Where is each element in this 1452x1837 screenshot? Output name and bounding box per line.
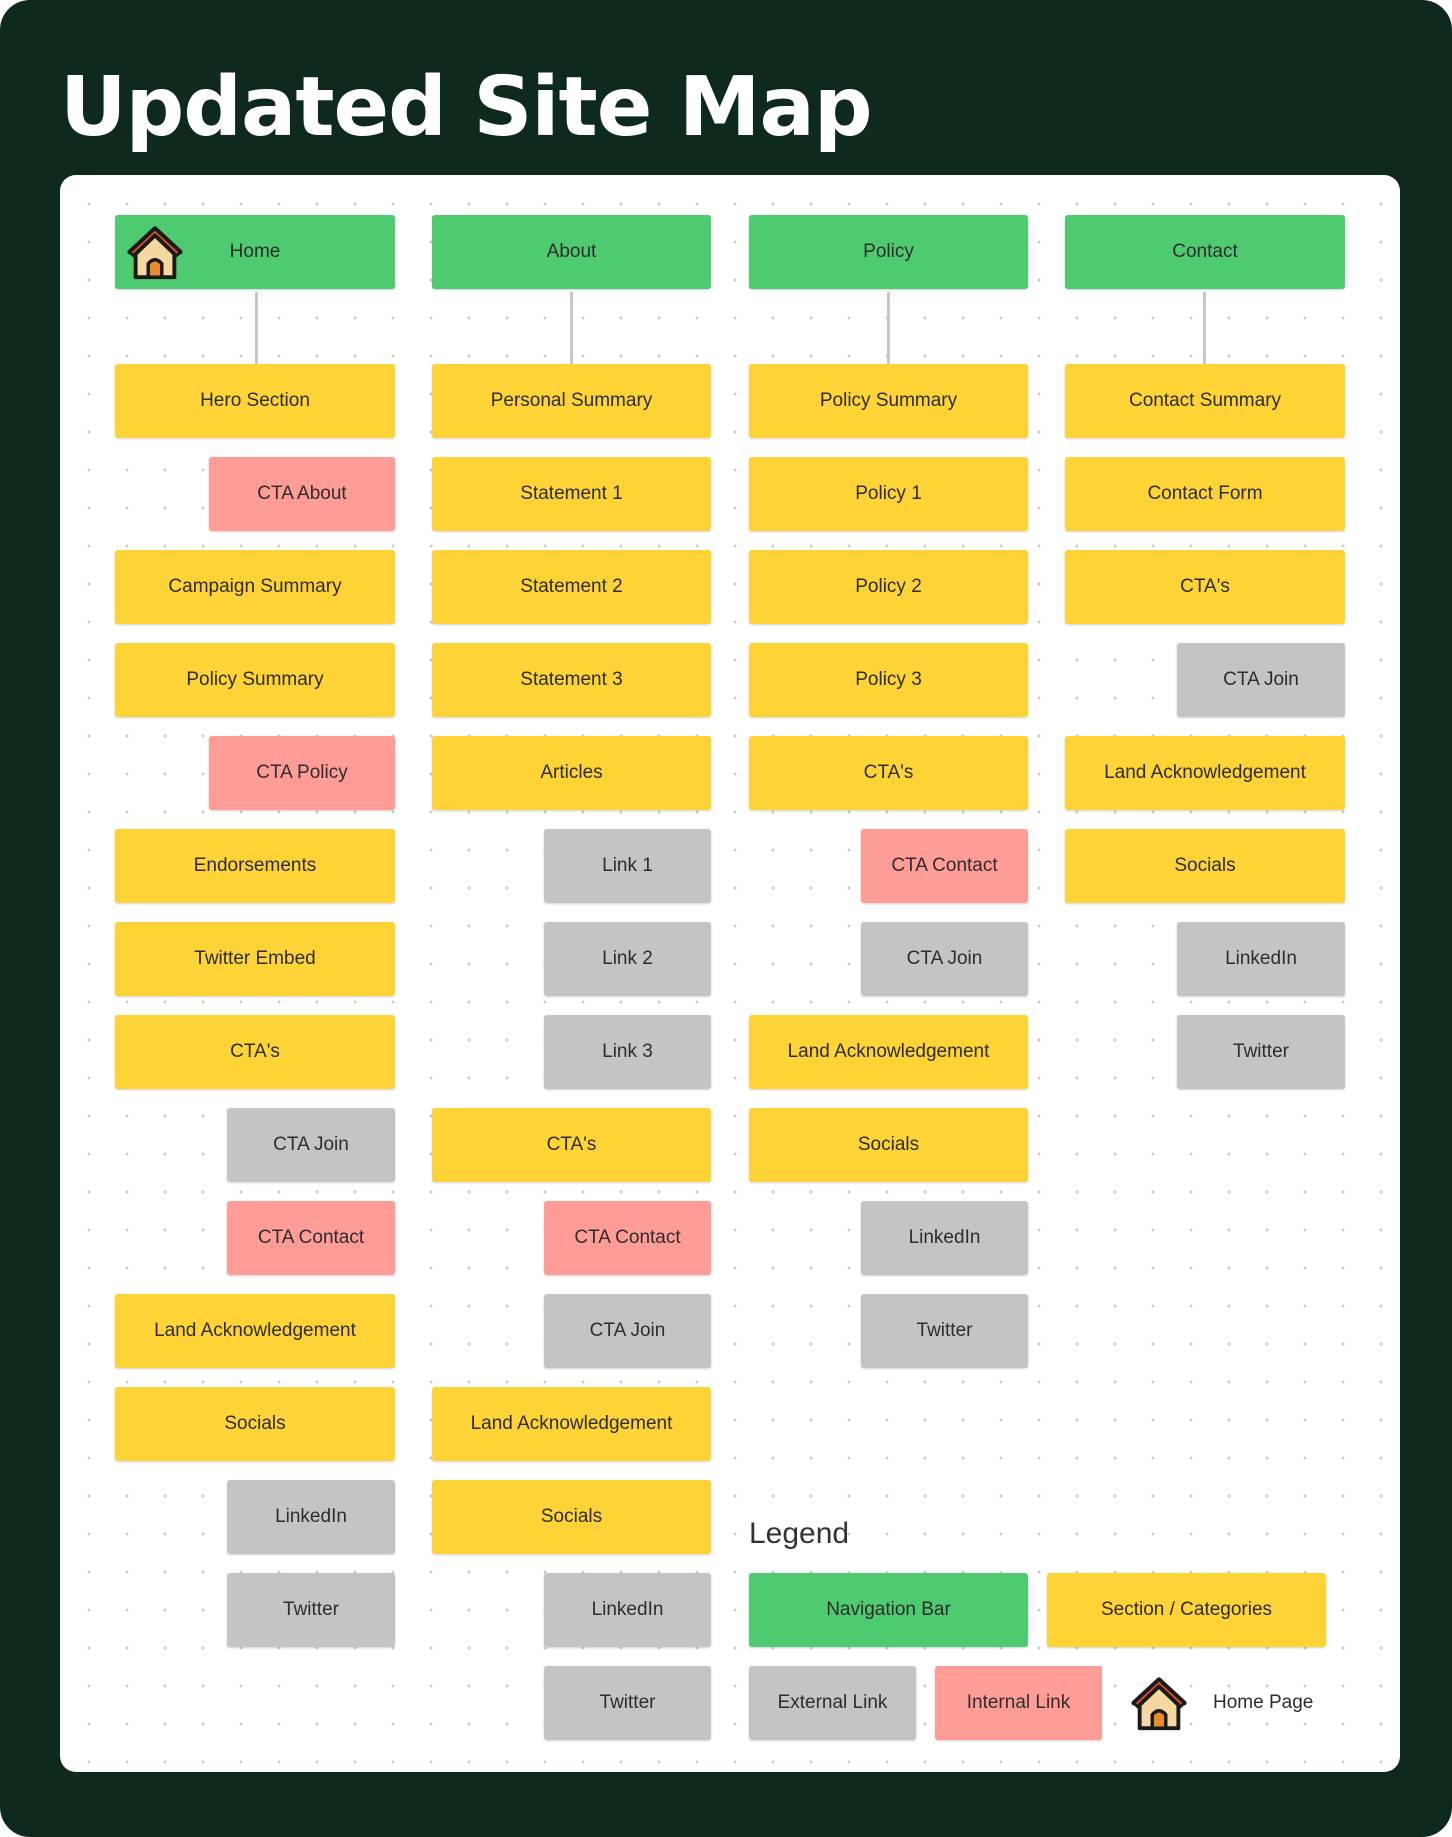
contact-socials[interactable]: Socials — [1065, 829, 1345, 903]
policy-1[interactable]: Policy 1 — [749, 457, 1028, 531]
home-twitter[interactable]: Twitter — [227, 1573, 395, 1647]
about-link-3[interactable]: Link 3 — [544, 1015, 711, 1089]
connector-home — [255, 292, 258, 364]
policy-ctas[interactable]: CTA's — [749, 736, 1028, 810]
policy-twitter[interactable]: Twitter — [861, 1294, 1028, 1368]
home-cta-policy[interactable]: CTA Policy — [209, 736, 395, 810]
policy-summary[interactable]: Policy Summary — [749, 364, 1028, 438]
about-socials[interactable]: Socials — [432, 1480, 711, 1554]
about-twitter[interactable]: Twitter — [544, 1666, 711, 1740]
policy-linkedin[interactable]: LinkedIn — [861, 1201, 1028, 1275]
about-statement-1[interactable]: Statement 1 — [432, 457, 711, 531]
contact-linkedin[interactable]: LinkedIn — [1177, 922, 1345, 996]
page-title: Updated Site Map — [60, 60, 873, 155]
home-linkedin[interactable]: LinkedIn — [227, 1480, 395, 1554]
nav-home-label: Home — [229, 241, 281, 262]
contact-summary[interactable]: Contact Summary — [1065, 364, 1345, 438]
legend-section-categories: Section / Categories — [1047, 1573, 1326, 1647]
about-link-2[interactable]: Link 2 — [544, 922, 711, 996]
legend-external-link: External Link — [749, 1666, 916, 1740]
contact-cta-join[interactable]: CTA Join — [1177, 643, 1345, 717]
connector-about — [570, 292, 573, 364]
home-cta-about[interactable]: CTA About — [209, 457, 395, 531]
about-ctas[interactable]: CTA's — [432, 1108, 711, 1182]
home-campaign-summary[interactable]: Campaign Summary — [115, 550, 395, 624]
home-cta-contact[interactable]: CTA Contact — [227, 1201, 395, 1275]
about-cta-join[interactable]: CTA Join — [544, 1294, 711, 1368]
connector-policy — [887, 292, 890, 364]
home-endorsements[interactable]: Endorsements — [115, 829, 395, 903]
home-hero-section[interactable]: Hero Section — [115, 364, 395, 438]
nav-policy[interactable]: Policy — [749, 215, 1028, 289]
legend-navigation-bar: Navigation Bar — [749, 1573, 1028, 1647]
contact-twitter[interactable]: Twitter — [1177, 1015, 1345, 1089]
policy-socials[interactable]: Socials — [749, 1108, 1028, 1182]
about-link-1[interactable]: Link 1 — [544, 829, 711, 903]
legend-internal-link: Internal Link — [935, 1666, 1102, 1740]
home-land-acknowledgement[interactable]: Land Acknowledgement — [115, 1294, 395, 1368]
policy-cta-join[interactable]: CTA Join — [861, 922, 1028, 996]
policy-cta-contact[interactable]: CTA Contact — [861, 829, 1028, 903]
contact-ctas[interactable]: CTA's — [1065, 550, 1345, 624]
house-icon — [127, 226, 183, 280]
sitemap-canvas: Home Hero Section CTA About Campaign Sum… — [60, 175, 1400, 1772]
contact-land-acknowledgement[interactable]: Land Acknowledgement — [1065, 736, 1345, 810]
home-ctas[interactable]: CTA's — [115, 1015, 395, 1089]
policy-3[interactable]: Policy 3 — [749, 643, 1028, 717]
home-socials[interactable]: Socials — [115, 1387, 395, 1461]
policy-land-acknowledgement[interactable]: Land Acknowledgement — [749, 1015, 1028, 1089]
contact-form[interactable]: Contact Form — [1065, 457, 1345, 531]
about-linkedin[interactable]: LinkedIn — [544, 1573, 711, 1647]
connector-contact — [1203, 292, 1206, 364]
legend-home-page: Home Page — [1213, 1692, 1314, 1713]
about-personal-summary[interactable]: Personal Summary — [432, 364, 711, 438]
policy-2[interactable]: Policy 2 — [749, 550, 1028, 624]
about-articles[interactable]: Articles — [432, 736, 711, 810]
home-policy-summary[interactable]: Policy Summary — [115, 643, 395, 717]
about-statement-3[interactable]: Statement 3 — [432, 643, 711, 717]
nav-contact[interactable]: Contact — [1065, 215, 1345, 289]
about-land-acknowledgement[interactable]: Land Acknowledgement — [432, 1387, 711, 1461]
about-cta-contact[interactable]: CTA Contact — [544, 1201, 711, 1275]
home-twitter-embed[interactable]: Twitter Embed — [115, 922, 395, 996]
nav-about[interactable]: About — [432, 215, 711, 289]
home-cta-join[interactable]: CTA Join — [227, 1108, 395, 1182]
about-statement-2[interactable]: Statement 2 — [432, 550, 711, 624]
legend-house-icon — [1131, 1677, 1187, 1731]
legend-title: Legend — [749, 1517, 850, 1550]
